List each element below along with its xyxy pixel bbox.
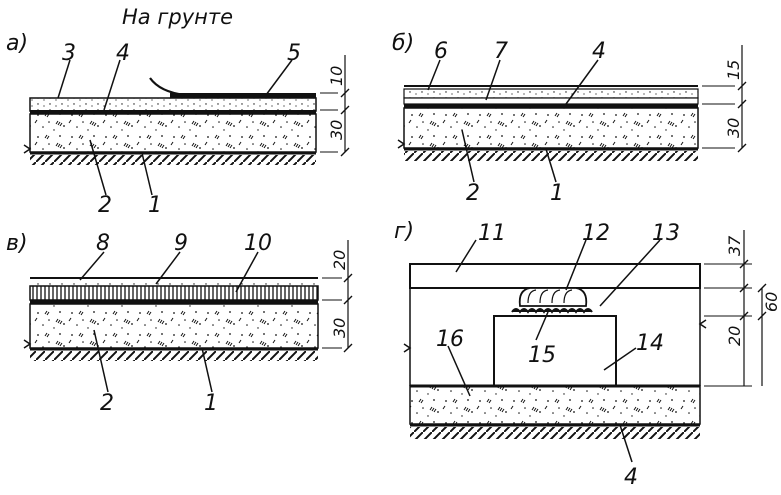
panel-g-leader-16 xyxy=(447,345,471,397)
panel-b-leader-2 xyxy=(461,129,475,183)
panel-v-dim-30: 30 xyxy=(330,318,349,338)
callout-v-1: 1 xyxy=(204,391,218,416)
callout-b-1: 1 xyxy=(550,181,564,206)
diagram-title: На грунте xyxy=(122,5,233,29)
callout-v-8: 8 xyxy=(96,231,110,256)
panel-b: б) 6 7 4 2 1 15 30 xyxy=(392,31,747,206)
panel-v-ground-hatch xyxy=(30,351,318,361)
panel-v-dim-ticks xyxy=(343,273,353,353)
callout-a-1: 1 xyxy=(148,193,162,218)
panel-g-dim-37: 37 xyxy=(725,235,744,256)
panel-b-leader-7 xyxy=(485,59,501,101)
panel-b-leader-1 xyxy=(545,148,557,183)
panel-g-break-right xyxy=(698,319,707,329)
callout-a-3: 3 xyxy=(62,41,76,66)
panel-g-leader-4 xyxy=(619,424,633,463)
panel-g-gasket xyxy=(511,308,593,314)
callout-b-7: 7 xyxy=(494,39,508,64)
panel-v-parquet-layer xyxy=(29,285,319,301)
callout-g-4: 4 xyxy=(624,465,638,490)
panel-v-break-left xyxy=(23,339,32,349)
panel-a-concrete-layer xyxy=(29,113,317,153)
panel-b-ground-hatch xyxy=(404,151,698,161)
panel-v-leader-9 xyxy=(155,251,181,285)
callout-v-2: 2 xyxy=(100,391,114,416)
callout-v-9: 9 xyxy=(174,231,188,256)
panel-b-dim-ticks xyxy=(737,81,747,153)
panel-g-joist-grain xyxy=(527,289,573,304)
panel-v-leader-8 xyxy=(79,251,105,281)
panel-v-leader-1 xyxy=(201,347,213,393)
panel-b-finish-layer xyxy=(403,88,699,99)
callout-b-4: 4 xyxy=(592,39,606,64)
panel-a-label: а) xyxy=(6,31,28,56)
panel-b-break-left xyxy=(397,139,406,149)
panel-g-leader-12 xyxy=(565,239,587,291)
panel-a-dim-30: 30 xyxy=(327,120,346,140)
panel-v-membrane-layer xyxy=(30,300,318,304)
callout-g-11: 11 xyxy=(478,221,506,246)
panel-a-ground-hatch xyxy=(30,155,316,165)
panel-a: а) 3 4 5 2 1 10 30 xyxy=(6,31,350,218)
callout-a-2: 2 xyxy=(98,193,112,218)
panel-v-label: в) xyxy=(6,231,28,256)
callout-g-14: 14 xyxy=(636,331,664,356)
panel-a-dim-ticks xyxy=(340,88,350,157)
panel-g-label: г) xyxy=(394,219,414,244)
panel-b-dim-30: 30 xyxy=(724,118,743,138)
panel-v-dim-20: 20 xyxy=(330,250,349,270)
panel-a-dim-10: 10 xyxy=(327,66,346,86)
panel-g-leader-13 xyxy=(599,239,661,307)
panel-v-leader-2 xyxy=(93,329,109,393)
panel-g-ground-hatch xyxy=(410,427,700,439)
panel-g-break-left xyxy=(403,343,412,353)
panel-g-leader-14 xyxy=(603,347,637,371)
panel-g-leader-15 xyxy=(535,311,549,341)
panel-b-concrete-layer xyxy=(403,107,699,149)
panel-g: г) 11 12 13 16 15 14 4 xyxy=(394,219,781,490)
callout-a-4: 4 xyxy=(116,41,130,66)
panel-a-membrane-layer xyxy=(30,110,316,114)
panel-b-label: б) xyxy=(392,31,414,56)
panel-v: в) 8 9 10 2 1 20 30 xyxy=(6,231,353,416)
panel-b-leader-6 xyxy=(427,59,441,91)
panel-a-leader-3 xyxy=(57,59,71,99)
panel-a-leader-5 xyxy=(265,59,293,96)
panel-a-leader-4 xyxy=(103,59,121,111)
panel-v-concrete-layer xyxy=(29,303,319,349)
panel-g-floorboard-layer xyxy=(409,263,701,289)
callout-g-15: 15 xyxy=(528,343,556,368)
panel-b-membrane-layer xyxy=(404,104,698,108)
panel-g-dim-60: 60 xyxy=(762,292,781,312)
panel-g-dim-ticks xyxy=(739,259,767,321)
callout-g-13: 13 xyxy=(652,221,680,246)
panel-g-dim-20: 20 xyxy=(725,326,744,346)
panel-a-leader-2 xyxy=(89,139,107,196)
panel-b-dim-15: 15 xyxy=(724,60,743,80)
panel-v-leader-10 xyxy=(235,251,259,293)
panel-b-interlayer xyxy=(403,97,699,105)
panel-b-leader-4 xyxy=(565,59,599,105)
callout-g-16: 16 xyxy=(436,327,464,352)
callout-b-6: 6 xyxy=(434,39,448,64)
callout-b-2: 2 xyxy=(466,181,480,206)
callout-v-10: 10 xyxy=(244,231,272,256)
panel-a-finish-sheet xyxy=(170,93,316,98)
panel-a-sheet-curl xyxy=(149,77,186,97)
panel-g-support-column xyxy=(493,315,617,387)
panel-a-leader-1 xyxy=(141,152,153,196)
panel-v-underlay xyxy=(30,281,318,286)
panel-g-leader-11 xyxy=(455,239,477,273)
panel-a-break-left xyxy=(23,144,32,154)
callout-a-5: 5 xyxy=(287,41,301,66)
panel-g-concrete-layer xyxy=(409,385,701,425)
panel-a-screed-layer xyxy=(29,97,317,112)
callout-g-12: 12 xyxy=(582,221,610,246)
